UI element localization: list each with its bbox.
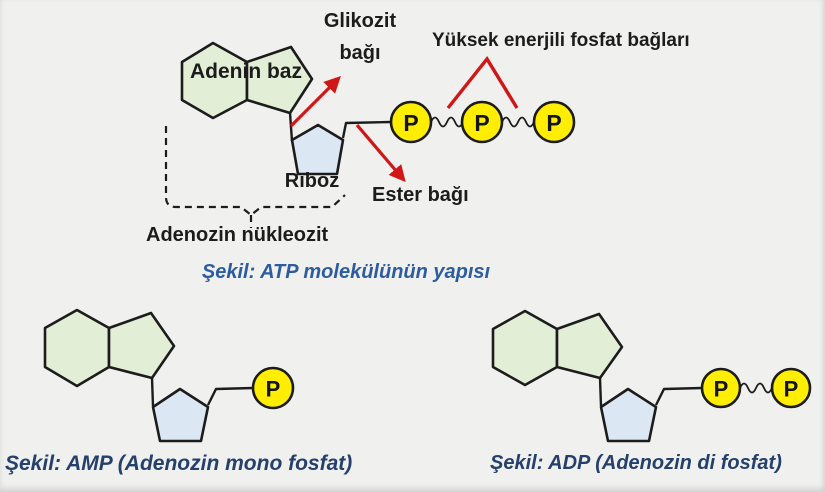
glycosidic-bond-label-line1: Glikozit (323, 10, 397, 32)
glycosidic-bond (288, 112, 294, 142)
adenine-pentagon (245, 45, 314, 115)
high-energy-pointer (446, 56, 519, 110)
adenine-pentagon (555, 312, 624, 380)
phosphate-letter-3: P (546, 110, 561, 136)
phosphate-circle-2 (460, 100, 504, 144)
phosphate-letter-1: P (266, 377, 281, 402)
ribose-pentagon (151, 387, 210, 443)
ribose-pentagon (599, 387, 658, 443)
ester-bond-arrow (355, 123, 406, 183)
adp-caption: Şekil: ADP (Adenozin di fosfat) (490, 452, 782, 474)
adp-structure: P P (491, 309, 812, 443)
glycosidic-bond-label-line2: bağı (339, 42, 381, 64)
glycosidic-bond-label: Glikozit bağı (300, 5, 420, 69)
high-energy-bond-1 (430, 116, 464, 128)
ester-bond-line (341, 120, 392, 139)
adenine-hexagon (43, 308, 111, 388)
ribose-label: Rıboz (284, 170, 340, 192)
phosphate-letter-1: P (714, 377, 729, 402)
nucleoside-bracket (164, 126, 346, 228)
phosphate-circle-2 (770, 367, 812, 409)
ester-bond-line (206, 386, 254, 406)
phosphate-letter-2: P (474, 110, 489, 136)
high-energy-bond-2 (501, 116, 535, 128)
high-energy-phosphate-label: Yüksek enerjili fosfat bağları (432, 30, 690, 51)
phosphate-letter-1: P (403, 110, 418, 136)
glycosidic-bond (150, 377, 155, 407)
phosphate-letter-2: P (784, 377, 799, 402)
atp-structure: P P P (164, 41, 576, 228)
phosphate-circle-1 (389, 100, 433, 144)
ester-bond-line (654, 386, 703, 406)
phosphate-circle-3 (532, 100, 576, 144)
nucleoside-label: Adenozin nükleozit (146, 224, 329, 246)
amp-structure: P (43, 308, 295, 443)
phosphate-circle-1 (251, 366, 295, 410)
ester-bond-label: Ester bağı (372, 184, 469, 206)
phosphate-circle-1 (700, 367, 742, 409)
amp-caption: Şekil: AMP (Adenozin mono fosfat) (5, 452, 353, 475)
adenine-hexagon (491, 309, 559, 387)
ribose-pentagon (290, 123, 345, 176)
glycosidic-bond-arrow (289, 76, 341, 128)
high-energy-bond-1 (739, 382, 773, 394)
atp-caption: Şekil: ATP molekülünün yapısı (201, 261, 491, 283)
adenine-base-label: Adenin baz (189, 60, 302, 83)
adenine-pentagon (107, 311, 176, 380)
glycosidic-bond (598, 377, 603, 407)
